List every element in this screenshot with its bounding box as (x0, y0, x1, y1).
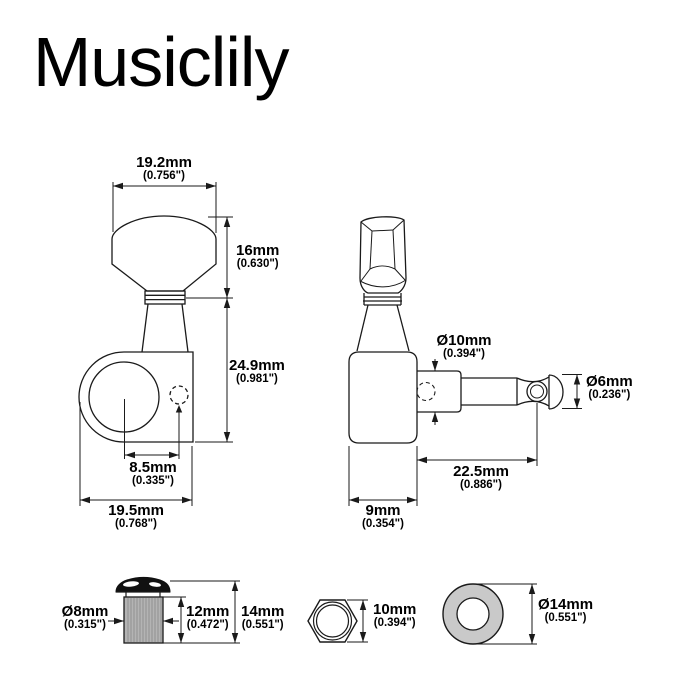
dim-label-knob-height: 16mm (0.630") (236, 242, 280, 270)
side-hidden-hole-dashed-circle (416, 381, 436, 402)
hex-nut-outline (307, 599, 358, 643)
front-view-drawing (78, 215, 217, 459)
front-shaft (141, 303, 189, 353)
front-body-outline (78, 351, 194, 443)
side-shaft (356, 304, 410, 352)
bushing-neck (125, 592, 161, 597)
bushing-dimension-lines (108, 580, 240, 644)
dim-label-post-length: 22.5mm (0.886") (453, 463, 509, 491)
front-collar (144, 290, 186, 305)
bushing-head (115, 576, 171, 593)
dim-label-knob-width: 19.2mm (0.756") (136, 154, 192, 182)
hex-nut-outer-circle (312, 601, 353, 641)
side-knob-outline (359, 216, 407, 294)
bushing-head-highlight (149, 582, 161, 587)
hex-nut-dimension-lines (347, 599, 368, 643)
side-string-post (461, 374, 564, 410)
dim-label-bushing-total-height: 14mm (0.551") (241, 603, 285, 631)
front-knob-outline (111, 215, 217, 292)
dim-label-body-height: 24.9mm (0.981") (229, 357, 285, 385)
front-screw-hole-dashed-circle (169, 385, 189, 405)
side-knob-facets (359, 219, 407, 288)
side-collar (363, 293, 402, 306)
string-hole-inner (530, 384, 544, 399)
dim-label-bushing-thread-dia: Ø8mm (0.315") (61, 603, 109, 631)
bushing-drawing (115, 576, 171, 644)
front-view-dimension-lines (79, 182, 233, 506)
bushing-thread-lines (127, 598, 162, 642)
dim-label-bushing-thread-length: 12mm (0.472") (186, 603, 230, 631)
side-threaded-sleeve (417, 370, 462, 413)
dim-label-body-width: 19.5mm (0.768") (108, 502, 164, 530)
washer-inner-circle (456, 597, 490, 631)
dim-label-bushing-dia: Ø10mm (0.394") (436, 332, 492, 360)
bushing-head-highlight (123, 581, 139, 587)
dim-label-body-depth: 9mm (0.354") (362, 502, 404, 530)
dim-label-post-tip-dia: Ø6mm (0.236") (586, 373, 633, 401)
dim-label-washer-outer-dia: Ø14mm (0.551") (538, 596, 594, 624)
hex-nut-drawing (307, 599, 358, 643)
hex-nut-inner-circle (315, 604, 350, 638)
washer-dimension-lines (473, 583, 537, 645)
dim-label-hole-spacing: 8.5mm (0.335") (129, 459, 177, 487)
screw-hole-pointer-arrow (175, 405, 183, 413)
side-view-dimension-lines (348, 359, 582, 506)
side-body-outline (348, 351, 418, 444)
side-view-drawing (348, 216, 564, 444)
washer-drawing (442, 583, 504, 645)
brand-logo: Musiclily (33, 23, 289, 101)
string-hole-outer (526, 380, 548, 403)
dim-label-hex-nut-size: 10mm (0.394") (373, 601, 417, 629)
